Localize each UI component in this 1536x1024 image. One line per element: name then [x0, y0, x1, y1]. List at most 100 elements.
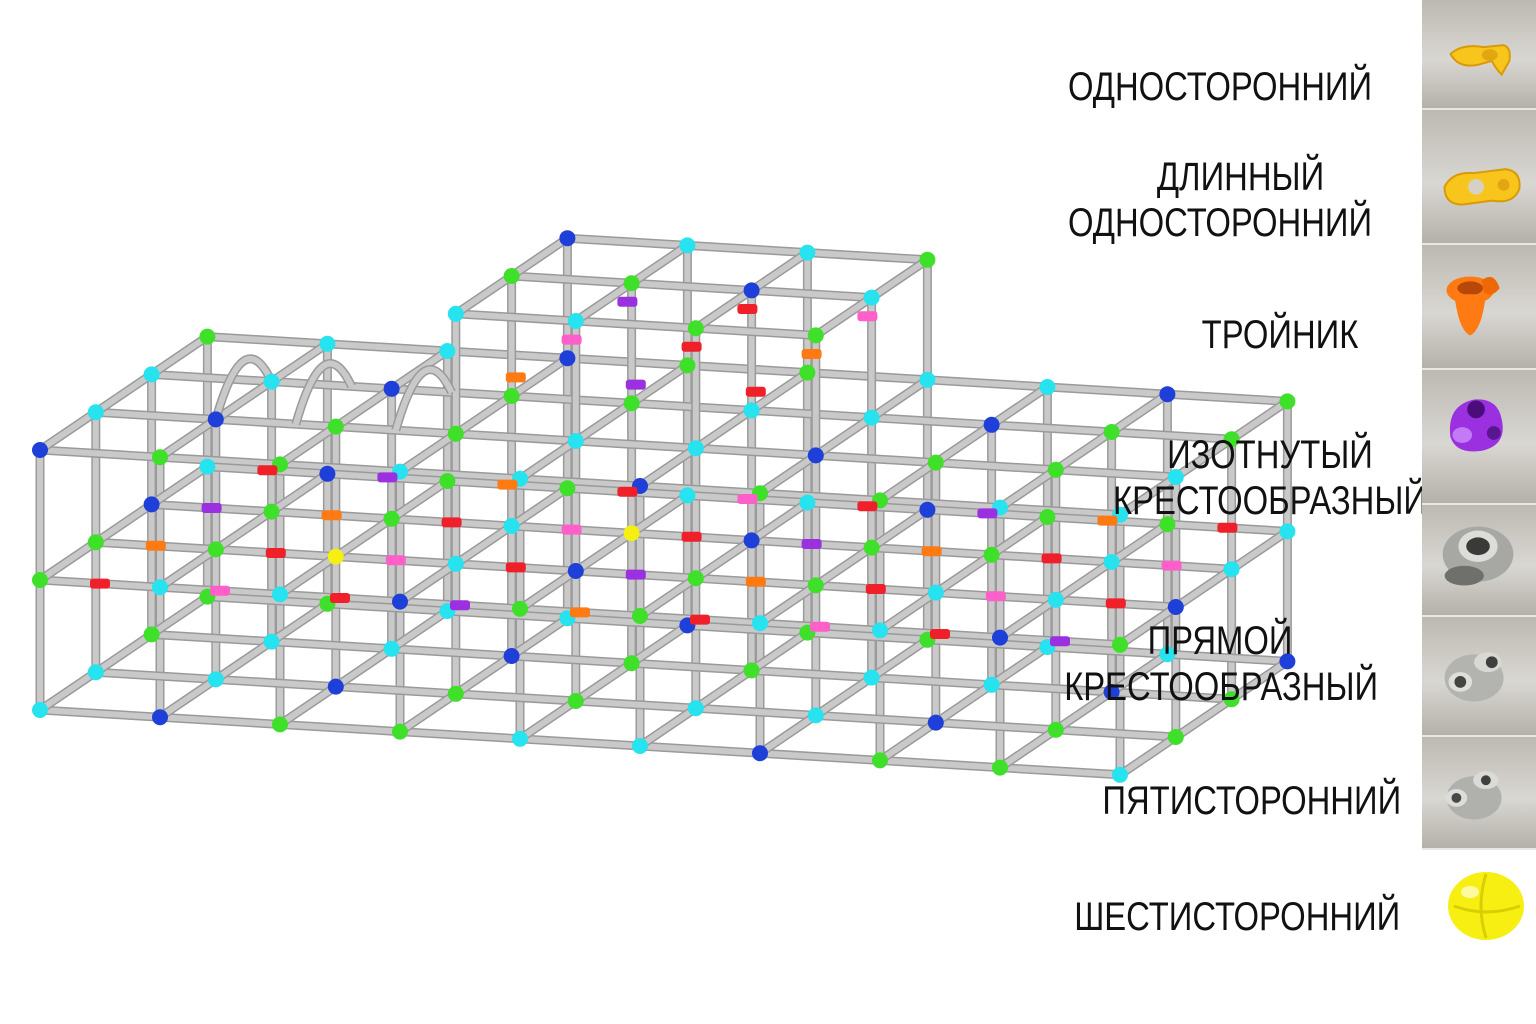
photo-bent-cross [1422, 370, 1536, 505]
frame-joint [199, 458, 216, 475]
frame-joint [799, 364, 816, 381]
frame-joint [927, 584, 944, 601]
upper-length-core [452, 310, 819, 339]
metal-five-way-icon [1444, 652, 1504, 702]
frame-joint [743, 662, 760, 679]
upper-clamp [857, 311, 878, 322]
legend-text-tee: ТРОЙНИК [1201, 313, 1359, 357]
orange-tee-icon [1446, 276, 1500, 336]
fittings-photo-strip [1422, 0, 1536, 850]
depth-pipe-core [997, 651, 1171, 771]
six-way-joint [327, 548, 344, 565]
upper-joint [447, 305, 464, 322]
upper-clamp [617, 296, 638, 307]
frame-joint [1279, 393, 1296, 410]
legend-text-straight-line1: ПРЯМОЙ [1147, 619, 1293, 663]
frame-joint [567, 693, 584, 709]
purple-bent-cross-icon [1449, 399, 1503, 452]
frame-clamp [330, 593, 350, 603]
photo-five-way [1422, 617, 1536, 737]
upper-length-core [508, 273, 875, 301]
frame-joint [1039, 379, 1056, 395]
depth-pipe-core [397, 355, 571, 475]
upper-joint [743, 282, 760, 299]
legend-text-six-way: ШЕСТИСТОРОННИЙ [1074, 895, 1401, 939]
legend-text-bent-line2: КРЕСТООБРАЗНЫЙ [1113, 479, 1427, 523]
upper-joint [919, 251, 936, 268]
frame-joint [319, 465, 336, 482]
depth-pipe-core [877, 644, 1051, 764]
frame-joint [1159, 516, 1176, 533]
length-pipe-core [204, 593, 1291, 665]
frame-joint [439, 473, 456, 489]
frame-joint [383, 380, 400, 397]
frame-joint [863, 409, 880, 426]
photo-five-way-alt [1422, 737, 1536, 850]
depth-pipe-core [997, 391, 1171, 511]
frame-joint [863, 669, 880, 686]
legend-label-long-one-sided: ДЛИННЫЙ ОДНОСТОРОННИЙ [1064, 154, 1376, 246]
frame-joint [207, 541, 224, 558]
frame-joint [1167, 729, 1184, 745]
frame-clamp [505, 562, 526, 573]
frame-clamp [450, 600, 470, 611]
frame-clamp [210, 585, 230, 596]
legend-label-straight-cross: ПРЯМОЙ КРЕСТООБРАЗНЫЙ [1064, 618, 1378, 710]
frame-clamp [921, 546, 942, 557]
frame-joint [992, 629, 1008, 646]
depth-pipe-core [757, 506, 931, 627]
frame-joint [1103, 684, 1120, 700]
frame-joint [503, 648, 520, 664]
frame-joint [447, 685, 464, 702]
photo-long-one-sided [1422, 110, 1536, 245]
frame-joint [559, 480, 576, 497]
frame-joint [512, 600, 528, 617]
frame-joint [1167, 599, 1184, 615]
upper-clamp [561, 334, 582, 345]
legend-text-bent-line1: ИЗОТНУТЫЙ [1167, 433, 1373, 477]
frame-joint [272, 716, 288, 733]
frame-joint [152, 579, 168, 596]
frame-joint [743, 532, 760, 549]
legend-label-bent-cross: ИЗОТНУТЫЙ КРЕСТООБРАЗНЫЙ [1098, 432, 1442, 524]
frame-joint [752, 745, 768, 762]
frame-joint [927, 454, 944, 471]
frame-drawing [32, 230, 1296, 783]
upper-clamp [625, 379, 646, 390]
frame-joint [919, 501, 936, 518]
photo-tee [1422, 245, 1536, 370]
frame-joint [1103, 424, 1120, 440]
frame-clamp [145, 540, 166, 551]
legend-text-five-way: ПЯТИСТОРОННИЙ [1102, 779, 1402, 823]
frame-joint [1223, 561, 1240, 578]
frame-joint [1223, 691, 1240, 708]
depth-pipe-core [397, 485, 571, 605]
frame-joint [919, 371, 936, 388]
frame-joint [983, 416, 1000, 433]
legend-text-one-sided: ОДНОСТОРОННИЙ [1067, 65, 1373, 109]
frame-joint [687, 570, 704, 587]
frame-clamp [1097, 515, 1118, 526]
frame-joint [1167, 469, 1184, 485]
frame-clamp [1105, 598, 1126, 609]
frame-joint [1279, 523, 1296, 540]
yellow-one-sided-clamp-icon [1449, 44, 1511, 77]
frame-clamp [265, 548, 286, 558]
frame-clamp [497, 479, 518, 490]
frame-clamp [985, 591, 1006, 602]
frame-joint [623, 655, 640, 672]
frame-joint [807, 577, 824, 594]
length-pipe-core [37, 447, 1123, 518]
frame-clamp [385, 555, 406, 566]
length-pipe-core [148, 631, 1235, 703]
frame-joint [687, 700, 704, 717]
frame-clamp [625, 569, 646, 580]
frame-clamp [1041, 553, 1062, 564]
frame-joint [87, 534, 104, 551]
upper-joint [567, 313, 584, 329]
frame-clamp [201, 503, 222, 513]
frame-joint [199, 328, 216, 345]
frame-clamp [865, 584, 886, 594]
arch-pipe-core [392, 366, 455, 432]
frame-clamp [90, 578, 110, 589]
